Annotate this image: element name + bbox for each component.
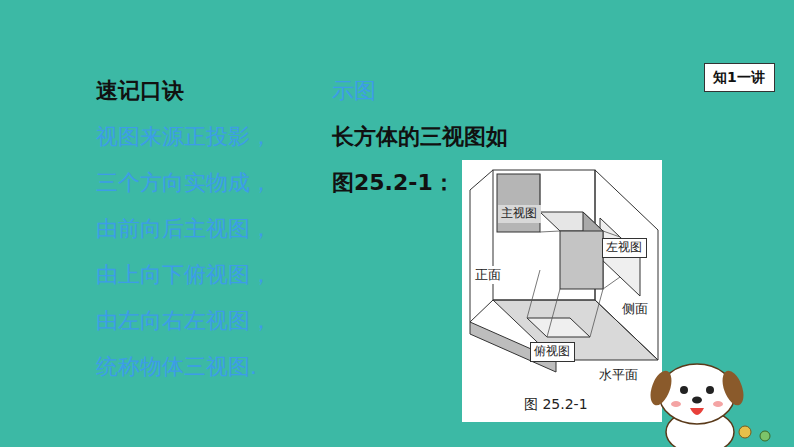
front-view-rect <box>497 174 540 232</box>
plane-label: 正面 <box>473 266 503 284</box>
rhyme-line: 由前向后主视图， <box>96 214 272 245</box>
rhyme-line: 由上向下俯视图， <box>96 260 272 291</box>
rhyme-line: 视图来源正投影， <box>96 122 272 153</box>
section-badge: 知1一讲 <box>704 63 775 92</box>
dog-cartoon <box>646 364 770 447</box>
heading: 示图 <box>332 76 376 107</box>
rhyme-line: 三个方向实物成， <box>96 168 272 199</box>
plane-label: 侧面 <box>620 300 650 318</box>
node-text: 左视图 <box>606 240 643 256</box>
rhyme-line: 统称物体三视图. <box>96 352 257 383</box>
node-text: 知1一讲 <box>713 68 766 86</box>
cuboid <box>540 212 603 289</box>
node-text: 俯视图 <box>534 344 571 360</box>
view-label: 左视图 <box>602 238 647 258</box>
node-text: 主视图 <box>501 206 538 222</box>
view-label: 主视图 <box>498 205 541 223</box>
plane-label: 水平面 <box>597 366 640 384</box>
figure-ground <box>462 160 662 422</box>
rhyme-line: 由左向右左视图， <box>96 306 272 337</box>
description: 长方体的三视图如图25.2-1： <box>332 114 518 206</box>
view-label: 俯视图 <box>530 342 575 362</box>
figure-caption: 图 25.2-1 <box>522 396 590 414</box>
top-view-rect <box>527 318 590 337</box>
heading: 速记口诀 <box>96 76 184 107</box>
side-plane <box>595 170 658 360</box>
